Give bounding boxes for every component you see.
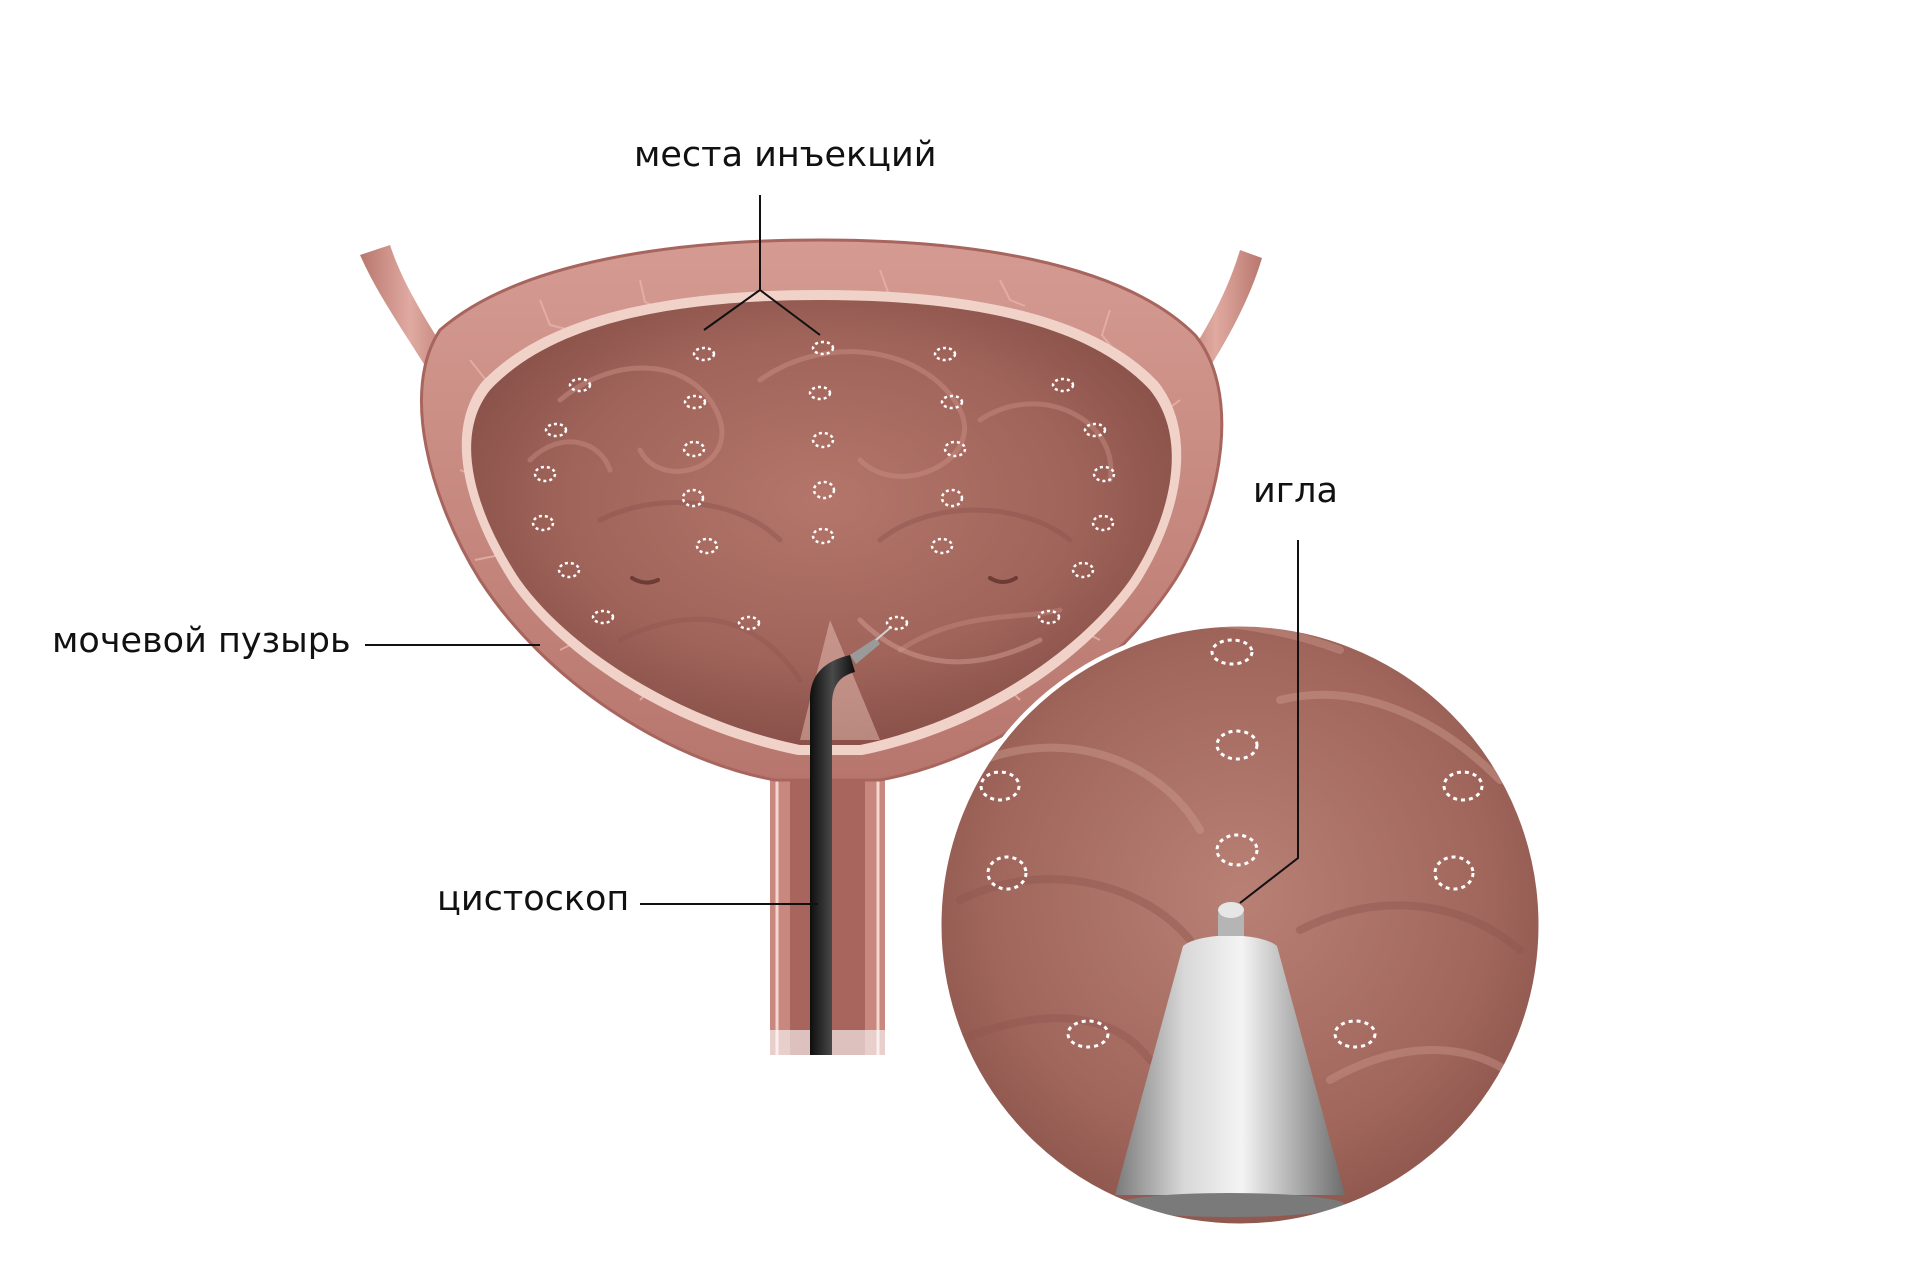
cystoscope — [810, 627, 891, 1055]
injection-marker — [531, 514, 555, 532]
leader-injection-sites — [703, 195, 821, 336]
injection-marker — [1091, 514, 1115, 532]
injection-marker — [591, 609, 615, 625]
injection-marker — [1433, 855, 1475, 891]
injection-marker — [692, 346, 716, 362]
injection-marker — [811, 527, 835, 545]
injection-marker — [568, 377, 592, 393]
injection-marker — [1037, 609, 1061, 625]
injection-sites-inset — [979, 638, 1484, 1049]
injection-marker — [1071, 561, 1095, 579]
injection-marker — [681, 488, 705, 508]
injection-marker — [943, 440, 967, 458]
injection-marker — [808, 385, 832, 401]
injection-marker — [940, 488, 964, 508]
injection-marker — [1442, 770, 1484, 802]
ureteral-orifices — [630, 576, 1018, 585]
injection-marker — [695, 537, 719, 555]
injection-marker — [940, 394, 964, 410]
injection-marker — [812, 480, 836, 500]
injection-marker — [986, 855, 1028, 891]
leader-needle — [1239, 540, 1299, 904]
injection-marker — [930, 537, 954, 555]
injection-marker — [1092, 465, 1116, 483]
injection-marker — [1066, 1019, 1110, 1049]
zoom-inset — [937, 622, 1543, 1228]
injection-marker — [1051, 377, 1075, 393]
injection-sites-bladder — [531, 340, 1116, 631]
needle-instrument — [1115, 902, 1345, 1217]
injection-marker — [533, 465, 557, 483]
injection-marker — [683, 394, 707, 410]
label-needle: игла — [1253, 471, 1338, 511]
injection-marker — [1210, 638, 1254, 666]
injection-marker — [979, 770, 1021, 802]
injection-marker — [557, 561, 581, 579]
injection-marker — [1215, 833, 1259, 867]
injection-marker — [737, 615, 761, 631]
injection-marker — [811, 340, 835, 356]
injection-marker — [1215, 729, 1259, 761]
injection-marker — [933, 346, 957, 362]
label-injection-sites: места инъекций — [634, 135, 937, 175]
injection-marker — [682, 440, 706, 458]
injection-marker — [544, 422, 568, 438]
label-bladder: мочевой пузырь — [52, 621, 351, 661]
injection-marker — [885, 615, 909, 631]
label-cystoscope: цистоскоп — [437, 879, 630, 919]
injection-marker — [811, 431, 835, 449]
injection-marker — [1333, 1019, 1377, 1049]
leader-lines — [365, 195, 1299, 905]
injection-marker — [1083, 422, 1107, 438]
